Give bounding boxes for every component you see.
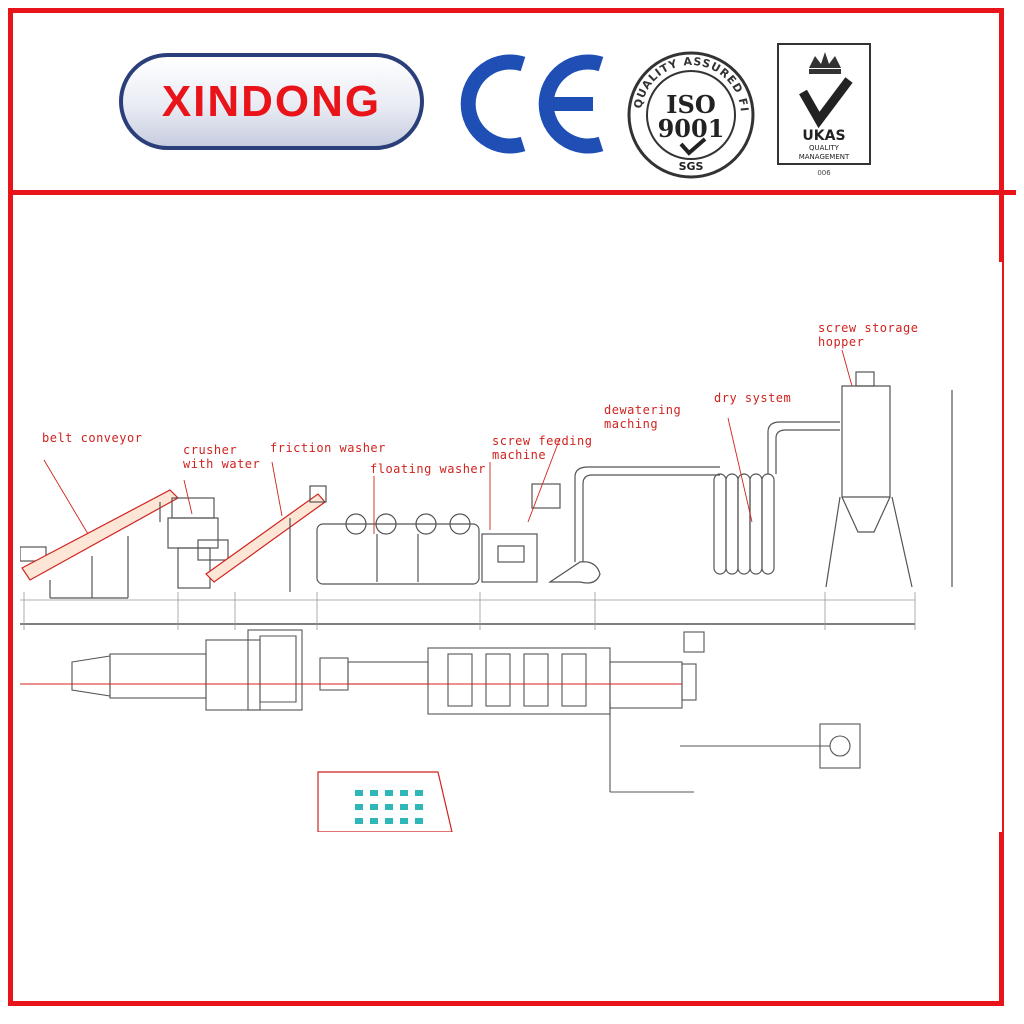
label-crusher-water: with water bbox=[183, 457, 260, 471]
label-screw-feeding-machine: machine bbox=[492, 448, 546, 462]
friction-washer bbox=[205, 485, 327, 592]
label-floating-washer: floating washer bbox=[370, 462, 486, 476]
svg-text:9001: 9001 bbox=[658, 114, 725, 143]
floating-washer bbox=[316, 513, 480, 585]
brand-logo: XINDONG bbox=[119, 53, 424, 150]
svg-text:006: 006 bbox=[817, 169, 831, 177]
svg-text:MANAGEMENT: MANAGEMENT bbox=[799, 153, 850, 161]
label-screw-feeding: screw feeding bbox=[492, 434, 592, 448]
screw-storage-hopper bbox=[825, 371, 953, 588]
header: XINDONG CE QUALITY ASSURED FIRM ISO 9001… bbox=[13, 13, 1003, 190]
belt-conveyor bbox=[20, 489, 179, 599]
control-cabinet bbox=[317, 771, 453, 832]
svg-text:ISO: ISO bbox=[666, 90, 715, 119]
dewatering-machine bbox=[548, 466, 720, 584]
svg-text:QUALITY: QUALITY bbox=[809, 144, 840, 152]
ce-mark-icon: CE bbox=[460, 54, 604, 154]
label-hopper: hopper bbox=[818, 335, 864, 349]
dimension-ticks bbox=[23, 592, 916, 630]
header-divider bbox=[8, 190, 1016, 195]
label-belt-conveyor: belt conveyor bbox=[42, 431, 142, 445]
screw-feeding-machine bbox=[481, 483, 561, 583]
svg-text:UKAS: UKAS bbox=[802, 128, 845, 144]
iso-9001-seal-icon: QUALITY ASSURED FIRM ISO 9001 SGS bbox=[623, 49, 755, 179]
plan-view bbox=[71, 629, 861, 793]
brand-name: XINDONG bbox=[161, 76, 382, 126]
label-dewatering-maching: maching bbox=[604, 417, 658, 431]
crusher-with-water bbox=[167, 497, 229, 589]
dry-system bbox=[713, 421, 840, 575]
ukas-quality-icon: UKAS QUALITY MANAGEMENT 006 bbox=[777, 43, 871, 177]
label-friction-washer: friction washer bbox=[270, 441, 386, 455]
label-dewatering: dewatering bbox=[604, 403, 681, 417]
label-dry-system: dry system bbox=[714, 391, 791, 405]
svg-text:SGS: SGS bbox=[679, 160, 704, 173]
label-screw-storage: screw storage bbox=[818, 321, 918, 335]
label-crusher: crusher bbox=[183, 443, 237, 457]
production-line-diagram: belt conveyor crusher with water frictio… bbox=[20, 262, 1002, 832]
